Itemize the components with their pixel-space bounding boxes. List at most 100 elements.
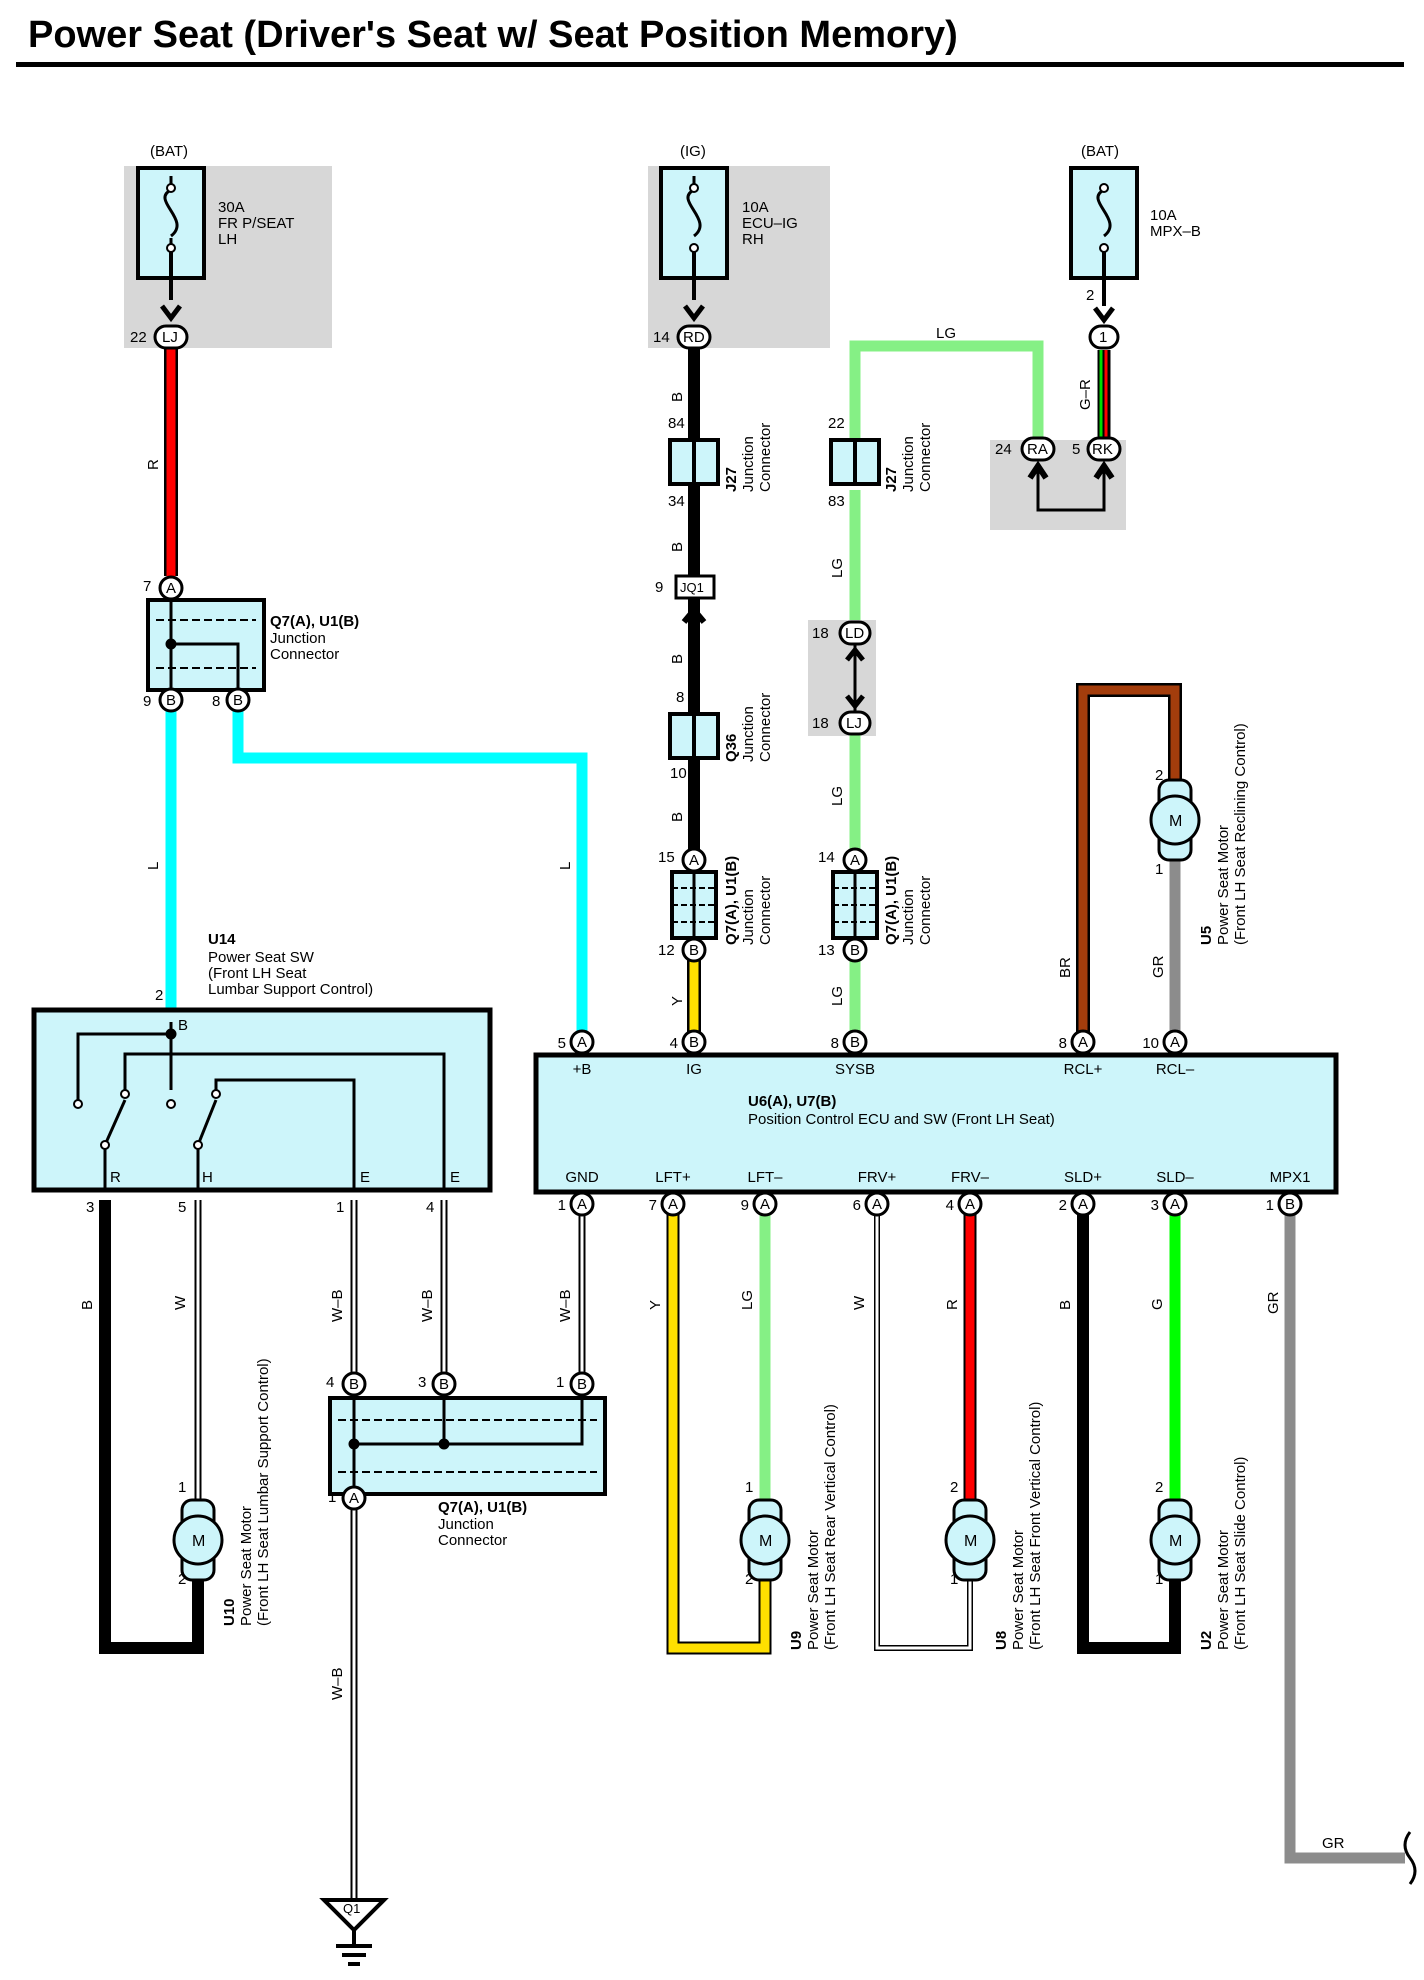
wl-u14-b: B: [79, 1300, 96, 1310]
u2-pin-bottom: 1: [1155, 1571, 1163, 1588]
j27r-name: J27: [883, 467, 900, 492]
q7mr-top-pin: [842, 847, 868, 873]
q7top-out-8-pin: [225, 687, 251, 713]
q36-pin-bottom: 10: [670, 765, 687, 782]
q7ml-bottom-conn: B: [689, 942, 699, 959]
wl-y-lft: Y: [647, 1300, 664, 1310]
wl-gr-end: GR: [1322, 1835, 1345, 1852]
ground-label: Q1: [343, 1901, 360, 1916]
j27l-pin-bottom: 34: [668, 493, 685, 510]
wl-r-top: R: [145, 459, 162, 470]
wl-b4: B: [669, 812, 686, 822]
motor-u2-icon: [1149, 1514, 1201, 1566]
q7mr-bottom-conn: B: [850, 942, 860, 959]
q7ml-bottom-pin: [681, 937, 707, 963]
j27l-desc-0: Junction: [740, 436, 757, 492]
q7b-out-pin: [341, 1485, 367, 1511]
ecu-bottom-label-5: SLD+: [1064, 1169, 1102, 1186]
ecu-top-pinnum-1: 4: [670, 1035, 678, 1052]
u14-desc-1: (Front LH Seat: [208, 965, 307, 982]
u2-pin-top: 2: [1155, 1479, 1163, 1496]
wl-lg1: LG: [829, 558, 846, 578]
u8-desc-1: (Front LH Seat Front Vertical Control): [1027, 1402, 1044, 1650]
q7mr-bottom-pin: [842, 937, 868, 963]
ecu-bottom-label-0: GND: [565, 1169, 599, 1186]
ecu-top-label-4: RCL–: [1156, 1061, 1195, 1078]
junction-j27-right: [829, 438, 881, 486]
q7mr-desc-1: Connector: [917, 876, 934, 945]
wl-u14-w: W: [172, 1295, 189, 1310]
u9-desc-0: Power Seat Motor: [805, 1530, 822, 1650]
wl-b1: B: [669, 392, 686, 402]
u10-id: U10: [221, 1598, 238, 1626]
q7b-out-conn: A: [349, 1490, 359, 1507]
u10-pin-bottom: 2: [178, 1571, 186, 1588]
ecu-top-conn-3: A: [1078, 1034, 1088, 1051]
junction-q7-top: [146, 588, 266, 700]
j27l-name: J27: [723, 467, 740, 492]
j27r-pin-top: 22: [828, 415, 845, 432]
jq1-pin: 9: [655, 579, 663, 596]
ecu-top-pinnum-2: 8: [831, 1035, 839, 1052]
u10-desc-0: Power Seat Motor: [238, 1506, 255, 1626]
fuse1-label-2: LH: [218, 231, 237, 248]
motor-u10-icon: [172, 1514, 224, 1566]
ecu-bottom-pinnum-5: 2: [1059, 1197, 1067, 1214]
ecu-bottom-pin-6: [1162, 1191, 1188, 1217]
ecu-bottom-pin-3: [864, 1191, 890, 1217]
ecu-bottom-pinnum-1: 7: [649, 1197, 657, 1214]
q7b-pin-4: 4: [326, 1374, 334, 1391]
u5-pin-bottom: 1: [1155, 861, 1163, 878]
q7top-pin-in: 7: [143, 578, 151, 595]
q7ml-top-conn: A: [689, 852, 699, 869]
q7b-desc-1: Connector: [438, 1532, 507, 1549]
ecu-bottom-conn-6: A: [1170, 1196, 1180, 1213]
ecu-top-conn-2: B: [850, 1034, 860, 1051]
wl-gr-r: G–R: [1077, 379, 1094, 410]
q7top-pin-9: 9: [143, 693, 151, 710]
wl-lg-lft: LG: [739, 1290, 756, 1310]
u2-symbol: M: [1169, 1533, 1182, 1550]
wl-lg2: LG: [829, 786, 846, 806]
u14-pin-5: 5: [178, 1199, 186, 1216]
j27l-desc-1: Connector: [757, 423, 774, 492]
fuse-2: [659, 166, 729, 323]
q7top-name: Q7(A), U1(B): [270, 613, 359, 630]
motor-u9-icon: [739, 1514, 791, 1566]
q7mr-pin-bottom: 13: [818, 942, 835, 959]
ecu-bottom-pin-1: [660, 1191, 686, 1217]
u8-desc-0: Power Seat Motor: [1010, 1530, 1027, 1650]
fuse2-pin: 14: [653, 329, 670, 346]
rk-pin: 5: [1072, 441, 1080, 458]
q7b-name: Q7(A), U1(B): [438, 1499, 527, 1516]
wl-gr-mpx: GR: [1265, 1291, 1282, 1314]
u14-desc-0: Power Seat SW: [208, 949, 315, 966]
q7top-desc-1: Connector: [270, 646, 339, 663]
wl-wb-gnd: W–B: [329, 1667, 346, 1700]
u9-id: U9: [788, 1631, 805, 1650]
u14-id: U14: [208, 931, 236, 948]
q7mr-pin-top: 14: [818, 849, 835, 866]
ecu-bottom-conn-4: A: [965, 1196, 975, 1213]
q7ml-pin-bottom: 12: [658, 942, 675, 959]
q36-desc-1: Connector: [757, 693, 774, 762]
fuse-1: [136, 166, 206, 323]
u9-symbol: M: [759, 1533, 772, 1550]
j27l-pin-top: 84: [668, 415, 685, 432]
ecu-top-pinnum-4: 10: [1142, 1035, 1159, 1052]
ecu-bottom-conn-3: A: [872, 1196, 882, 1213]
connector-ra-rk: [1020, 436, 1122, 480]
junction-j27-left: [668, 438, 720, 486]
ecu-id: U6(A), U7(B): [748, 1093, 836, 1110]
wl-lg-top: LG: [936, 325, 956, 342]
fuse1-source: (BAT): [150, 143, 188, 160]
wl-g-sld: G: [1149, 1298, 1166, 1310]
q7b-top-3-pin: [431, 1371, 457, 1397]
u5-desc-1: (Front LH Seat Reclining Control): [1232, 723, 1249, 945]
wl-b2: B: [669, 542, 686, 552]
q7b-pin-3: 3: [418, 1374, 426, 1391]
ecu-bottom-label-2: LFT–: [747, 1169, 783, 1186]
fuse1-label-0: 30A: [218, 199, 245, 216]
wl-l-left: L: [145, 862, 162, 870]
fuse2-label-2: RH: [742, 231, 764, 248]
